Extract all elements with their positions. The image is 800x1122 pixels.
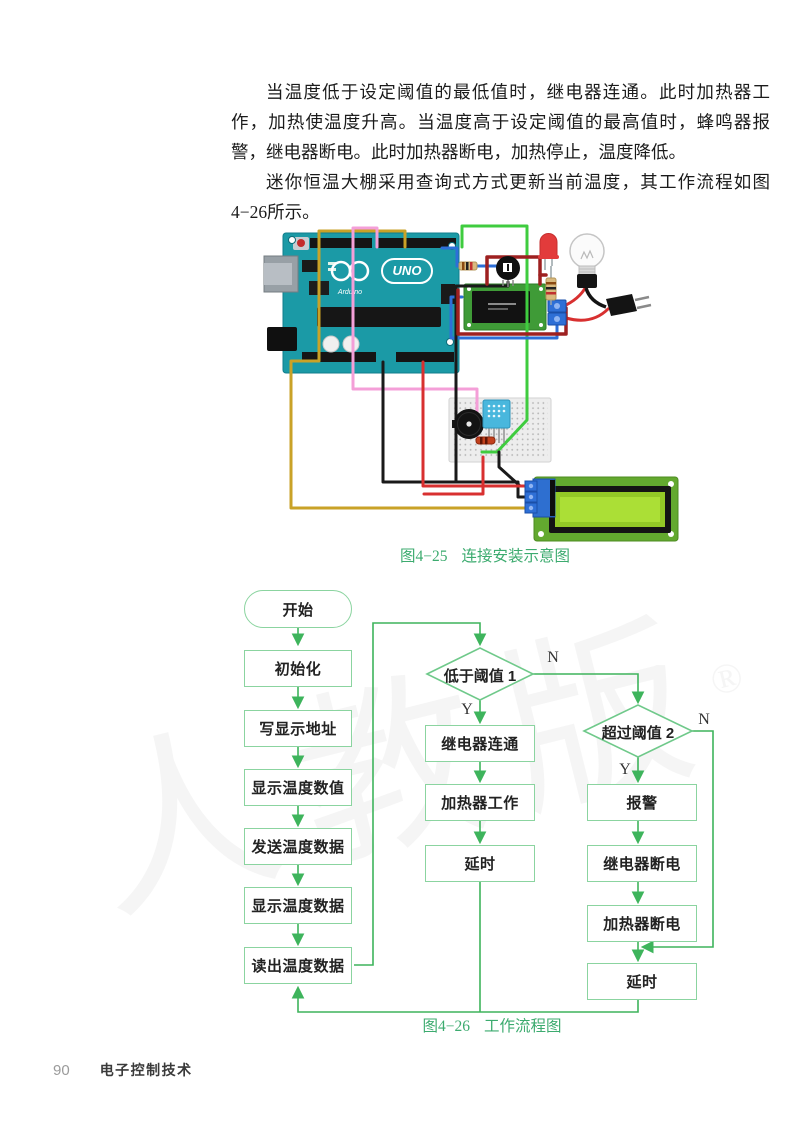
dht11-sensor: [482, 399, 511, 443]
figure-4-25-wiring-diagram: UNO Arduino: [258, 220, 698, 550]
resistor: [458, 261, 478, 271]
resistor: [475, 436, 496, 445]
light-bulb: [569, 233, 607, 309]
red-wire: [422, 455, 485, 496]
yellow-wire: [289, 229, 531, 510]
microcontroller-ic: [317, 307, 441, 327]
body-text: 当温度低于设定阈值的最低值时，继电器连通。此时加热器工 作，加热使温度升高。当温…: [231, 77, 770, 227]
led-red: [538, 233, 559, 270]
capacitor: [322, 335, 340, 353]
book-title: 电子控制技术: [99, 1062, 193, 1078]
lcd1602-module: [532, 476, 679, 542]
flow-node-show-temp-data: 显示温度数据: [244, 887, 352, 924]
decision-label-threshold1: 低于阈值 1: [443, 668, 517, 685]
branch-label-no: N: [547, 649, 559, 666]
flow-node-alarm: 报警: [587, 784, 697, 821]
uno-label: UNO: [393, 263, 422, 278]
paragraph-line: 当温度低于设定阈值的最低值时，继电器连通。此时加热器工: [266, 82, 770, 102]
flow-node-relay-on: 继电器连通: [425, 725, 535, 762]
pin-header: [302, 352, 376, 362]
icsp-header: [441, 284, 455, 304]
flowchart-lines: [291, 622, 714, 1013]
figure-4-26-flowchart: 开始 初始化 写显示地址 显示温度数值 发送温度数据 显示温度数据 读出温度数据…: [230, 585, 775, 1033]
resistor: [545, 266, 557, 305]
flow-node-init: 初始化: [244, 650, 352, 687]
flow-node-write-address: 写显示地址: [244, 710, 352, 747]
black-wire: [497, 450, 521, 487]
red-wire: [564, 307, 610, 322]
bulb-socket: [577, 274, 597, 288]
flow-node-heater-on: 加热器工作: [425, 784, 535, 821]
icsp-header: [302, 260, 318, 272]
wiring-diagram-svg: UNO Arduino: [263, 224, 679, 542]
transistor: [496, 256, 520, 287]
figure-4-26-caption: 图4−26 工作流程图: [280, 1014, 704, 1036]
figure-4-25-caption: 图4−25 连接安装示意图: [270, 544, 700, 566]
paragraph-line: 警，继电器断电。此时加热器断电，加热停止，温度降低。: [231, 142, 686, 162]
black-wire: [381, 360, 531, 499]
dark-red-wire: [485, 255, 542, 286]
flow-node-delay-1: 延时: [425, 845, 535, 882]
flow-node-delay-2: 延时: [587, 963, 697, 1000]
decision-label-threshold2: 超过阈值 2: [601, 725, 675, 742]
flow-node-relay-off: 继电器断电: [587, 845, 697, 882]
figure-label: 图4−25: [399, 548, 448, 565]
power-plug: [606, 294, 652, 316]
pin-header: [310, 238, 372, 248]
power-cord: [584, 287, 607, 309]
relay-module: [463, 283, 547, 331]
capacitor: [342, 335, 360, 353]
arduino-label: Arduino: [337, 289, 362, 296]
flow-node-send-temp-data: 发送温度数据: [244, 828, 352, 865]
page-number: 90: [53, 1062, 70, 1079]
green-wire: [460, 224, 529, 454]
flow-node-show-temp-value: 显示温度数值: [244, 769, 352, 806]
paragraph-line: 4−26所示。: [231, 202, 320, 222]
pink-wire: [351, 226, 479, 438]
page-footer: 90 电子控制技术: [53, 1060, 193, 1080]
branch-label-no: N: [698, 711, 710, 728]
figure-title: 连接安装示意图: [461, 548, 570, 565]
branch-label-yes: Y: [619, 761, 631, 778]
paragraph-line: 迷你恒温大棚采用查询式方式更新当前温度，其工作流程如图: [266, 172, 770, 192]
flow-node-read-temp-data: 读出温度数据: [244, 947, 352, 984]
figure-title: 工作流程图: [483, 1018, 562, 1035]
decision-diamond-threshold1: [425, 647, 535, 701]
red-wire: [421, 360, 531, 488]
decision-diamond-threshold2: [582, 704, 694, 758]
red-wire: [564, 284, 588, 307]
pin-header: [378, 238, 456, 248]
branch-label-yes: Y: [461, 701, 473, 718]
paragraph-line: 作，加热使温度升高。当温度高于设定阈值的最高值时，蜂鸣器报: [231, 112, 770, 132]
relay-terminals: [547, 299, 567, 326]
arduino-uno-board: UNO Arduino: [263, 232, 460, 374]
flow-node-heater-off: 加热器断电: [587, 905, 697, 942]
flow-node-start: 开始: [244, 590, 352, 628]
lcd-terminals: [524, 480, 538, 514]
relay-block: [472, 291, 530, 323]
pin-header: [396, 352, 454, 362]
figure-label: 图4−26: [422, 1018, 470, 1035]
power-jack: [267, 327, 297, 351]
